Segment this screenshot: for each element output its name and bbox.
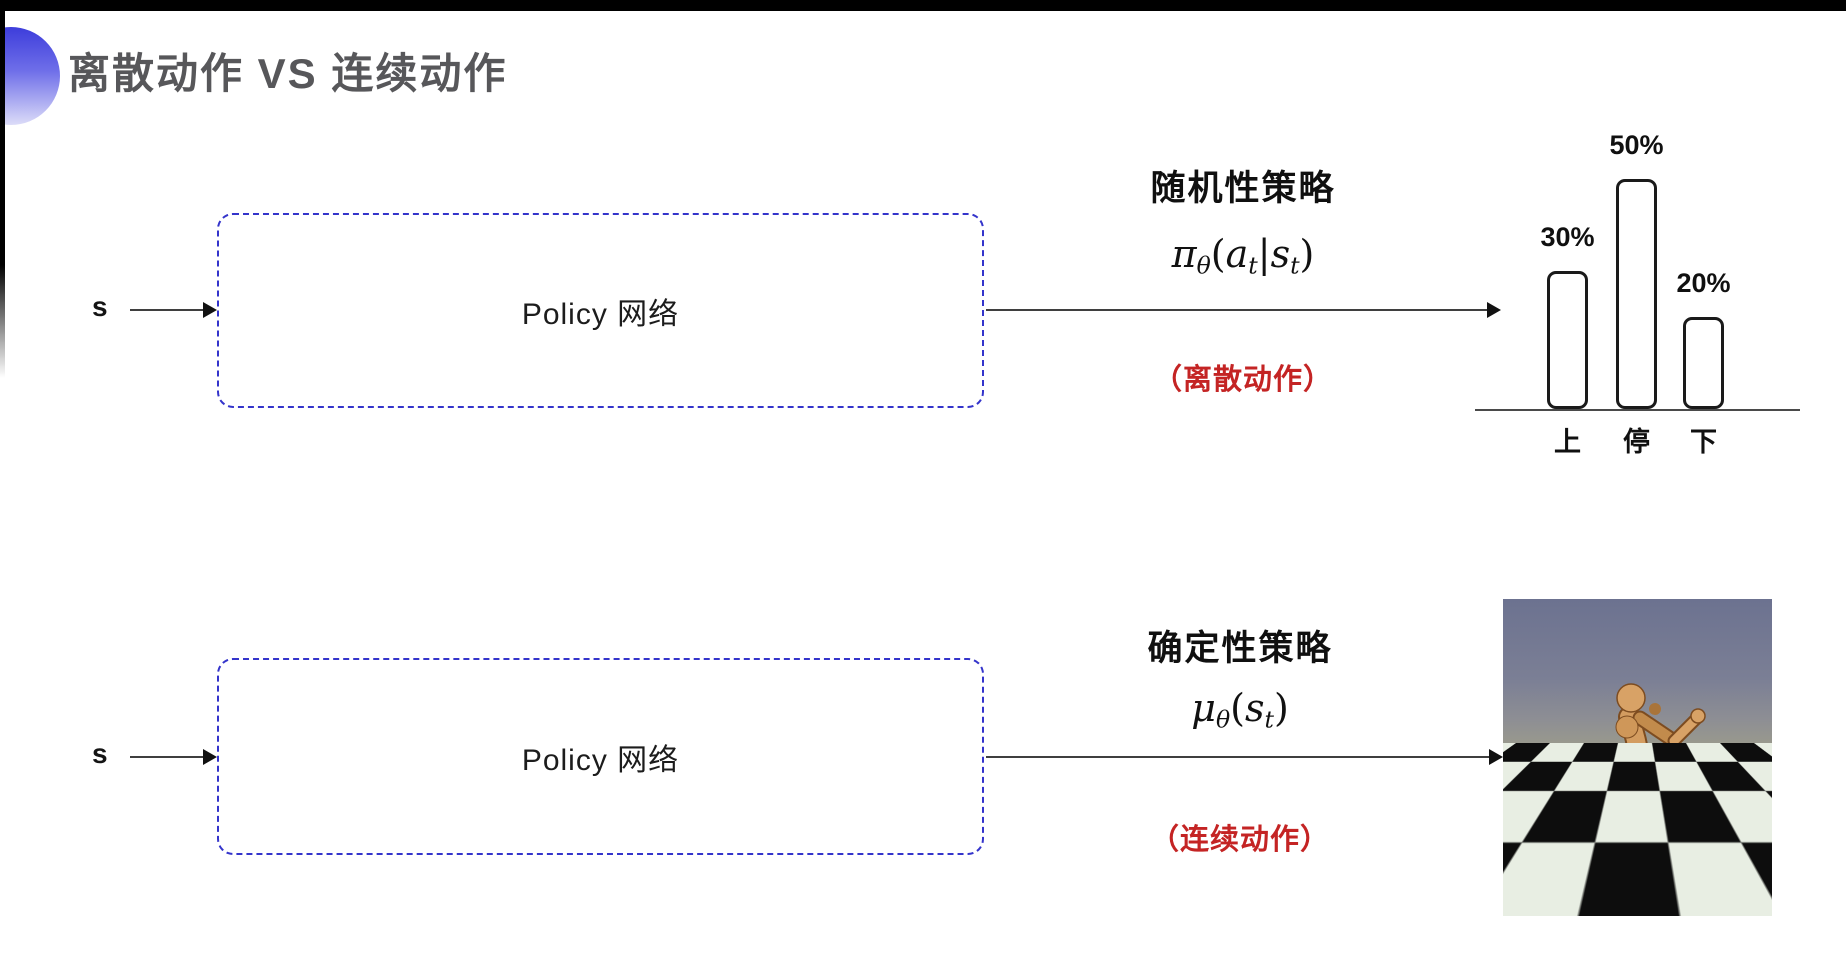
output-arrow-head-1 xyxy=(1487,302,1501,318)
state-input-label-2: s xyxy=(92,738,108,769)
output-arrow-head-2 xyxy=(1489,749,1503,765)
output-arrow-line-2 xyxy=(986,756,1489,758)
action-type-note-1: （离散动作） xyxy=(1152,364,1333,396)
input-arrow-head-1 xyxy=(203,302,217,318)
policy-box-label-1: Policy 网络 xyxy=(521,297,680,331)
bar-停 xyxy=(1616,179,1657,409)
formula-symbol: μ xyxy=(1191,686,1216,730)
title-accent-circle-icon xyxy=(0,27,60,125)
policy-box-1: Policy 网络 xyxy=(217,213,984,408)
bar-value-label: 20% xyxy=(1676,268,1731,298)
output-arrow-line-1 xyxy=(986,309,1487,311)
chart-baseline xyxy=(1475,409,1800,411)
frame-left-border xyxy=(0,0,5,378)
policy-box-2: Policy 网络 xyxy=(217,658,984,855)
chart-category-labels: 上停下 xyxy=(1475,420,1800,460)
input-arrow-head-2 xyxy=(203,749,217,765)
policy-box-label-2: Policy 网络 xyxy=(521,743,680,777)
bar-category-label: 停 xyxy=(1623,427,1650,457)
input-arrow-line-1 xyxy=(130,309,204,311)
page-title: 离散动作 VS 连续动作 xyxy=(68,50,508,97)
action-type-note-2: （连续动作） xyxy=(1149,824,1330,856)
bar-value-label: 30% xyxy=(1540,222,1595,252)
humanoid-robot xyxy=(1569,683,1706,905)
bar-value-label: 50% xyxy=(1609,130,1664,160)
action-bar-chart: 30% 50% 20% 上 停 下 xyxy=(1475,100,1815,460)
input-arrow-line-2 xyxy=(130,756,204,758)
bar-上 xyxy=(1547,271,1588,409)
humanoid-scene xyxy=(1503,599,1772,916)
policy-type-title-1: 随机性策略 xyxy=(1150,169,1336,208)
bar-category-label: 下 xyxy=(1690,427,1717,457)
bar-category-label: 上 xyxy=(1554,427,1581,457)
bar-下 xyxy=(1683,317,1724,409)
formula-symbol: π xyxy=(1171,232,1197,276)
chart-bars: 30% 50% 20% xyxy=(1475,100,1800,409)
state-input-label-1: s xyxy=(92,291,108,322)
policy-type-title-2: 确定性策略 xyxy=(1147,629,1333,668)
deterministic-policy-formula: μθ(st) xyxy=(1191,686,1289,734)
frame-top-border xyxy=(0,0,1846,11)
stochastic-policy-formula: πθ(at|st) xyxy=(1171,232,1315,280)
